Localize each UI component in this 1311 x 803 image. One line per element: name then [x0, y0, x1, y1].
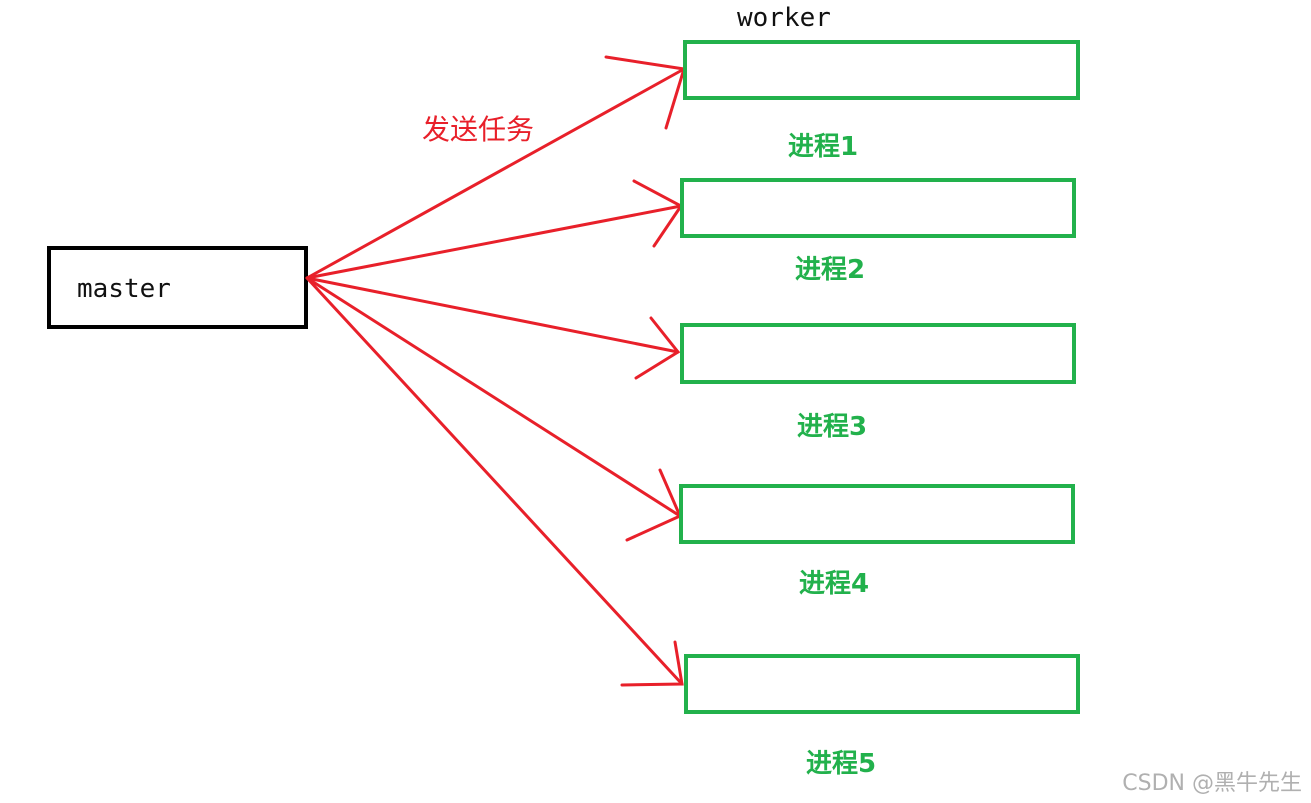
- process-label-4: 进程4: [799, 569, 869, 599]
- worker-process-4: 进程4: [679, 484, 1075, 599]
- arrow-shaft-2: [305, 204, 683, 280]
- master-node: master: [47, 246, 308, 329]
- arrow-head-5: [620, 640, 684, 687]
- arrow-shaft-1: [305, 67, 686, 280]
- process-label-1: 进程1: [788, 132, 858, 162]
- process-label-2: 进程2: [795, 255, 865, 285]
- worker-box-5: [684, 654, 1080, 714]
- worker-box-4: [679, 484, 1075, 544]
- arrows-group: [305, 55, 686, 687]
- worker-process-3: 进程3: [680, 323, 1076, 442]
- worker-process-5: 进程5: [684, 654, 1080, 779]
- arrow-head-3: [634, 316, 681, 380]
- arrow-head-1: [604, 55, 686, 130]
- worker-process-1: 进程1: [683, 40, 1080, 162]
- worker-box-1: [683, 40, 1080, 100]
- arrow-shaft-3: [305, 276, 680, 354]
- process-label-3: 进程3: [797, 412, 867, 442]
- master-label: master: [77, 274, 171, 304]
- edge-label: 发送任务: [422, 113, 534, 146]
- watermark: CSDN @黑牛先生: [1122, 771, 1302, 796]
- arrow-shaft-5: [305, 276, 684, 686]
- arrow-shaft-4: [305, 276, 682, 518]
- worker-label: worker: [737, 3, 831, 33]
- process-label-5: 进程5: [806, 749, 876, 779]
- master-box: [47, 246, 308, 329]
- arrow-head-4: [625, 468, 682, 542]
- worker-process-2: 进程2: [680, 178, 1076, 285]
- worker-box-2: [680, 178, 1076, 238]
- worker-box-3: [680, 323, 1076, 384]
